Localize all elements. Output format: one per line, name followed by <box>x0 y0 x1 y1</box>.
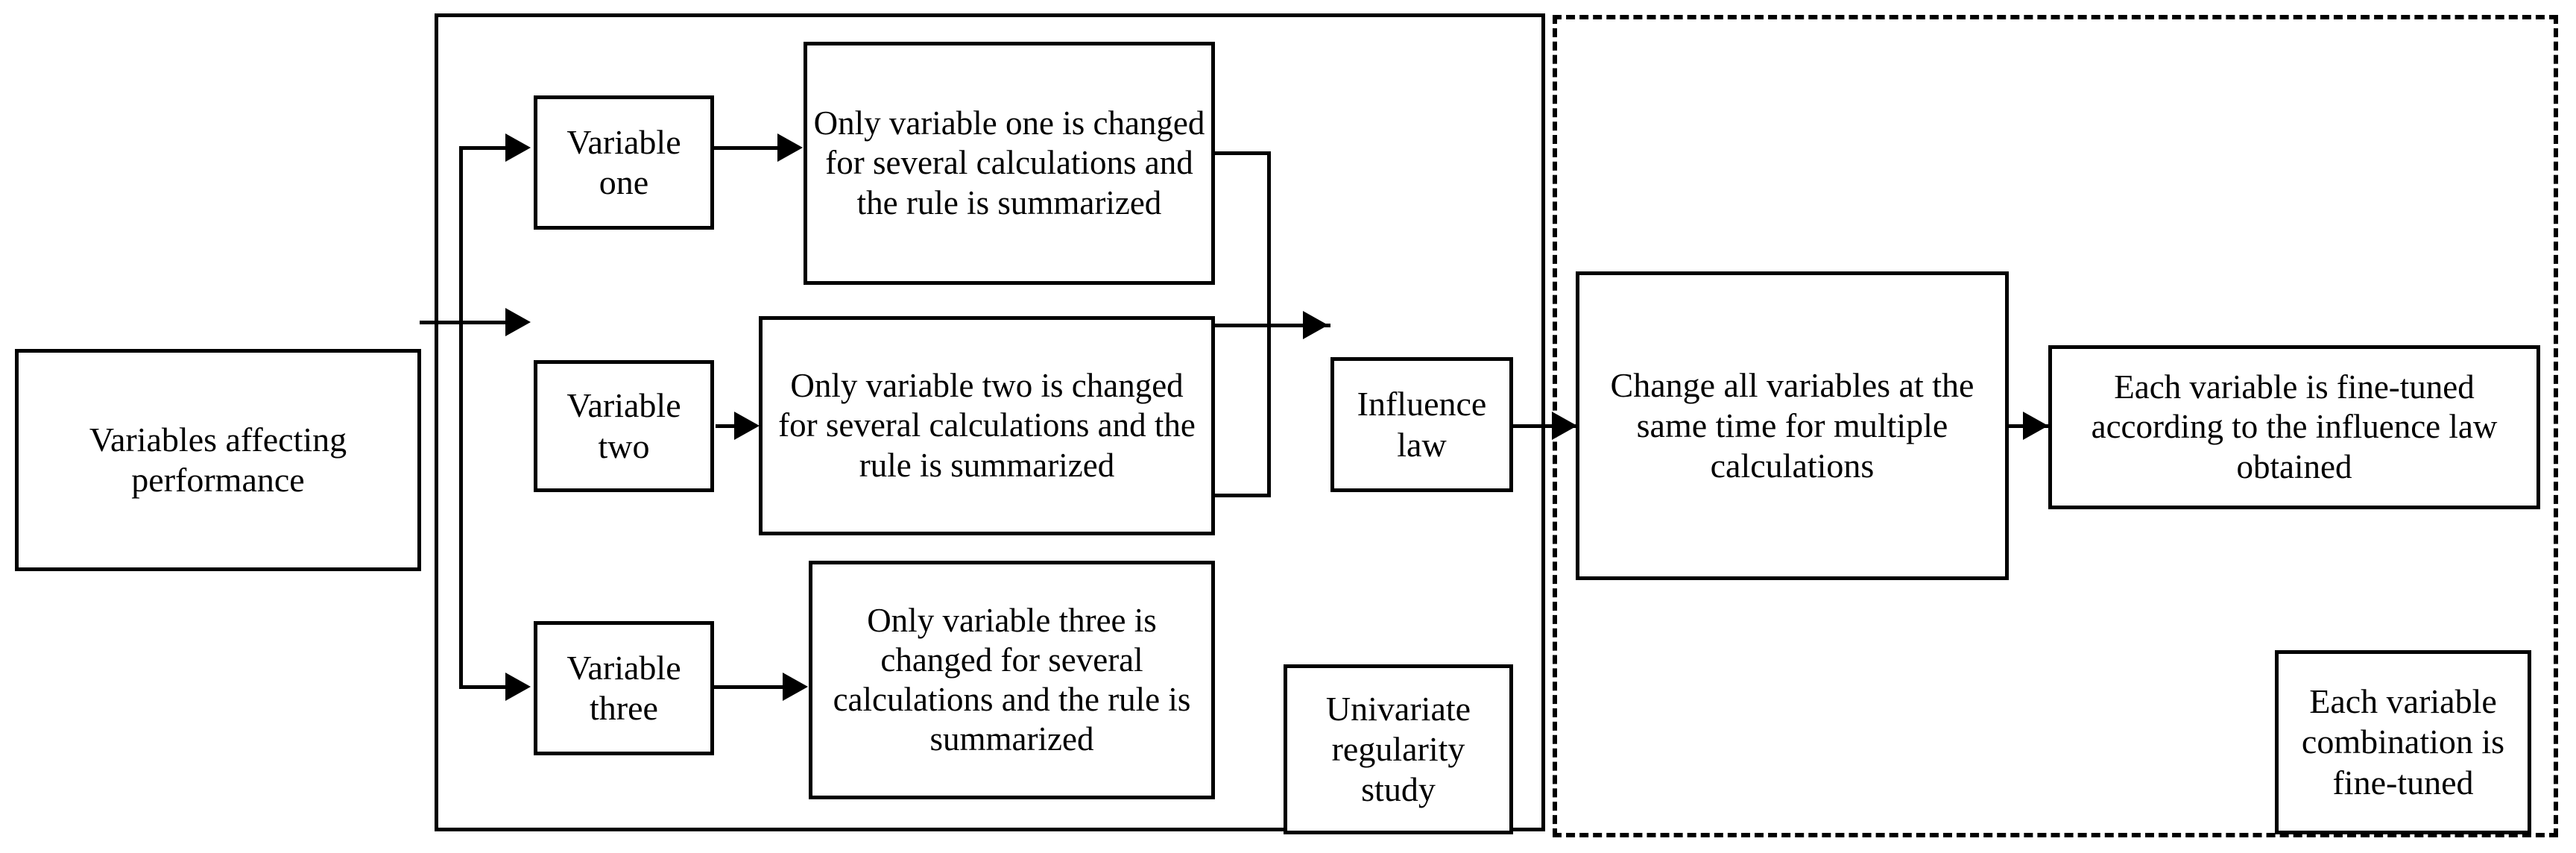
arrowhead-to-only-two <box>734 412 760 440</box>
edge-variable-one-to-only-one <box>712 146 779 150</box>
node-only-variable-one-changed[interactable]: Only variable one is changed for several… <box>804 42 1215 285</box>
arrowhead-to-variable-two <box>505 308 531 336</box>
node-only-variable-two-changed[interactable]: Only variable two is changed for several… <box>759 316 1215 535</box>
node-influence-law[interactable]: Influence law <box>1330 357 1513 492</box>
arrowhead-to-only-one <box>777 133 803 162</box>
edge-trunk-to-variable-three <box>459 685 520 689</box>
edge-source-to-trunk <box>420 321 463 324</box>
node-label: Only variable three is changed for sever… <box>833 601 1191 758</box>
node-label: Only variable two is changed for several… <box>778 367 1196 484</box>
edge-trunk-to-variable-two <box>459 321 520 324</box>
node-variable-one[interactable]: Variable one <box>534 95 714 230</box>
node-variables-affecting-performance[interactable]: Variables affecting performance <box>15 349 421 571</box>
edge-trunk-to-variable-one <box>459 146 520 150</box>
arrowhead-to-change-all <box>1552 412 1577 440</box>
node-label: Variable three <box>566 648 681 727</box>
node-each-variable-combination-fine-tuned[interactable]: Each variable combination is fine-tuned <box>2275 650 2531 834</box>
node-label: Only variable one is changed for several… <box>813 104 1205 221</box>
arrowhead-to-only-three <box>783 673 808 701</box>
arrowhead-to-variable-one <box>505 133 531 162</box>
edge-only-three-to-merge <box>1213 494 1271 497</box>
edge-variable-two-to-only-two <box>716 424 738 428</box>
node-univariate-regularity-study[interactable]: Univariate regularity study <box>1284 664 1513 834</box>
edge-merge-to-influence-law <box>1267 324 1330 327</box>
node-label: Change all variables at the same time fo… <box>1610 365 1974 485</box>
univariate-group-container <box>435 13 1545 831</box>
edge-only-two-to-merge <box>1213 324 1271 327</box>
node-label: Each variable is fine-tuned according to… <box>2091 368 2498 485</box>
node-change-all-variables[interactable]: Change all variables at the same time fo… <box>1576 271 2009 580</box>
node-label: Influence law <box>1357 385 1487 464</box>
node-label: Each variable combination is fine-tuned <box>2301 682 2505 802</box>
node-label: Variable two <box>566 386 681 465</box>
arrowhead-to-fine-tuned <box>2023 412 2048 440</box>
arrowhead-to-variable-three <box>505 673 531 701</box>
node-variable-three[interactable]: Variable three <box>534 621 714 755</box>
edge-split-trunk <box>459 148 463 689</box>
edge-variable-three-to-only-three <box>712 685 785 689</box>
node-label: Variable one <box>566 122 681 201</box>
node-label: Univariate regularity study <box>1325 689 1471 809</box>
arrowhead-to-influence-law <box>1303 311 1328 339</box>
node-each-variable-fine-tuned[interactable]: Each variable is fine-tuned according to… <box>2048 345 2540 509</box>
edge-only-one-to-merge <box>1213 151 1271 155</box>
node-variable-two[interactable]: Variable two <box>534 360 714 492</box>
node-only-variable-three-changed[interactable]: Only variable three is changed for sever… <box>809 561 1215 799</box>
node-label: Variables affecting performance <box>89 420 347 499</box>
